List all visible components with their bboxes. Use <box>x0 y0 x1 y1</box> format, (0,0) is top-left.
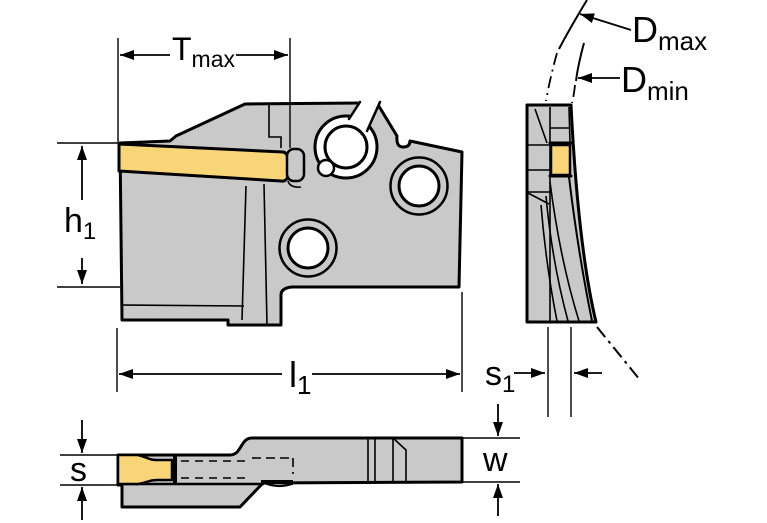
w-label: w <box>482 441 508 479</box>
holder-body-bottom <box>116 436 464 509</box>
dmax-label: Dmax <box>632 9 707 56</box>
h1-label: h1 <box>64 202 96 245</box>
tmax-label: Tmax <box>172 31 235 72</box>
insert-corner-sliver <box>261 480 293 488</box>
mounting-hole-lower <box>278 218 338 278</box>
s-label: s <box>70 451 87 489</box>
bottom-view <box>116 436 464 509</box>
labels: Tmax h1 l1 s s1 w Dmax Dmin <box>64 9 707 489</box>
insert-pocket-line <box>287 180 302 188</box>
s1-label: s1 <box>485 355 515 398</box>
front-view-details <box>121 104 282 326</box>
dmin-label: Dmin <box>621 59 689 106</box>
cutting-insert-side <box>549 143 572 177</box>
bottom-view-details <box>181 437 407 482</box>
dim-tmax <box>117 38 291 148</box>
dim-s <box>60 420 118 520</box>
dim-w <box>462 404 520 516</box>
leader-dmin <box>571 42 620 104</box>
insert-clamp-pad <box>285 147 306 183</box>
leader-dmax <box>545 0 632 102</box>
dim-h1 <box>57 142 122 288</box>
mounting-hole-upper <box>389 156 449 216</box>
centerline-diagonal <box>596 326 641 381</box>
cutting-insert-bottom <box>116 453 174 486</box>
dimensions <box>57 0 641 520</box>
holder-body-side <box>525 103 598 324</box>
clamp-screw-hole <box>313 100 382 180</box>
front-view <box>117 100 464 327</box>
side-view <box>525 103 598 324</box>
dim-l1 <box>116 292 463 392</box>
dim-s1 <box>514 327 602 417</box>
l1-label: l1 <box>289 354 311 400</box>
